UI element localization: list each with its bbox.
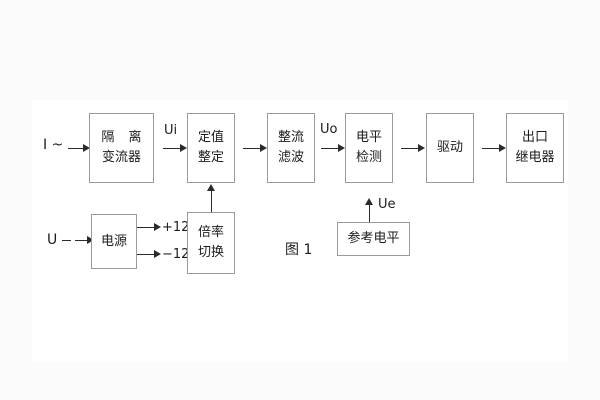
arrowhead-drive-to-relay xyxy=(499,143,506,152)
block-rectify-filter-line2: 滤波 xyxy=(277,150,304,165)
block-isolation-transformer-line2: 变流器 xyxy=(101,150,141,165)
input-current-label: I ~ xyxy=(43,137,64,153)
block-output-relay: 出口 继电器 xyxy=(506,113,564,183)
connector-isolation-to-setting xyxy=(163,148,180,149)
connector-power-positive-rail xyxy=(137,227,154,228)
block-setting-value-line1: 定值 xyxy=(197,130,224,146)
arrowhead-multiplier-to-setting xyxy=(206,184,215,191)
block-multiplier-switch-line2: 切换 xyxy=(197,245,224,260)
block-level-detection-line2: 检测 xyxy=(355,150,382,165)
arrowhead-rectify-to-level xyxy=(338,143,345,152)
connector-input-to-isolation xyxy=(68,148,83,149)
connector-level-to-drive xyxy=(401,148,418,149)
block-power-supply: 电源 xyxy=(91,214,137,269)
block-drive-line1: 驱动 xyxy=(436,140,463,156)
block-isolation-transformer: 隔 离 变流器 xyxy=(89,113,154,183)
block-output-relay-line1: 出口 xyxy=(521,130,548,146)
connector-reference-to-level xyxy=(369,205,370,222)
block-drive: 驱动 xyxy=(426,113,474,183)
block-multiplier-switch-line1: 倍率 xyxy=(197,225,224,241)
ue-signal-label: Ue xyxy=(378,197,396,212)
connector-voltage-dash xyxy=(62,240,71,241)
connector-drive-to-relay xyxy=(482,148,499,149)
arrowhead-voltage-to-power xyxy=(87,235,94,244)
arrowhead-input-to-isolation xyxy=(83,143,90,152)
connector-power-negative-rail xyxy=(137,254,154,255)
block-multiplier-switch: 倍率 切换 xyxy=(187,212,235,274)
input-voltage-label: U xyxy=(47,232,58,248)
connector-voltage-to-power xyxy=(75,240,87,241)
figure-caption: 图 1 xyxy=(285,242,313,258)
block-level-detection-line1: 电平 xyxy=(355,130,382,146)
arrowhead-power-negative-rail xyxy=(154,249,161,258)
arrowhead-isolation-to-setting xyxy=(180,143,187,152)
connector-multiplier-to-setting xyxy=(211,191,212,212)
arrowhead-power-positive-rail xyxy=(154,222,161,231)
ui-signal-label: Ui xyxy=(164,123,178,138)
block-setting-value: 定值 整定 xyxy=(187,113,235,183)
block-reference-level: 参考电平 xyxy=(337,222,410,256)
block-reference-level-line1: 参考电平 xyxy=(347,231,400,247)
arrowhead-level-to-drive xyxy=(418,143,425,152)
connector-setting-to-rectify xyxy=(243,148,260,149)
block-setting-value-line2: 整定 xyxy=(197,150,224,165)
arrowhead-setting-to-rectify xyxy=(260,143,267,152)
block-output-relay-line2: 继电器 xyxy=(515,150,555,165)
arrowhead-reference-to-level xyxy=(364,198,373,205)
uo-signal-label: Uo xyxy=(320,122,338,137)
connector-rectify-to-level xyxy=(321,148,338,149)
block-rectify-filter-line1: 整流 xyxy=(277,130,304,146)
block-isolation-transformer-line1: 隔 离 xyxy=(101,130,147,146)
block-level-detection: 电平 检测 xyxy=(345,113,393,183)
block-rectify-filter: 整流 滤波 xyxy=(267,113,315,183)
block-power-supply-line1: 电源 xyxy=(100,233,127,249)
